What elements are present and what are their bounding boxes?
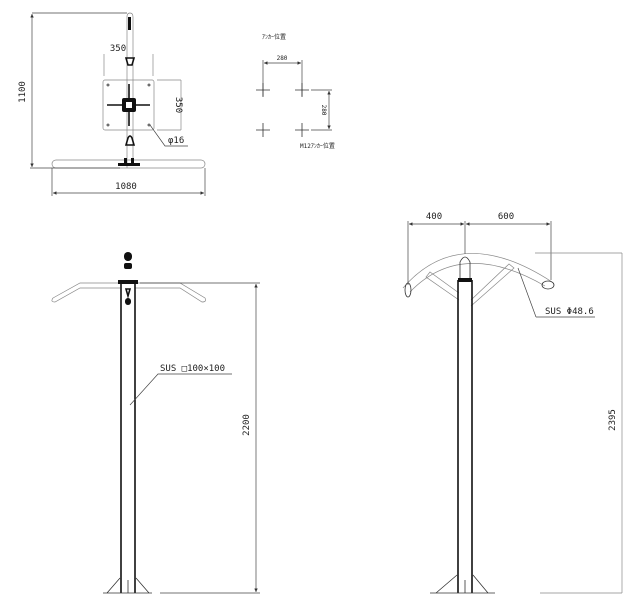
post-label: SUS □100×100 xyxy=(160,364,225,374)
front-view: SUS □100×100 2200 xyxy=(51,252,260,594)
post-top xyxy=(459,256,471,280)
pole-outline xyxy=(126,12,134,168)
dim-2200: 2200 xyxy=(242,414,252,436)
arms xyxy=(51,282,206,303)
dim-600: 600 xyxy=(498,212,514,222)
base-bar xyxy=(51,159,206,169)
top-view: 1100 350 350 φ16 1080 xyxy=(18,12,206,196)
dim-plate-width: 350 xyxy=(110,44,126,54)
cap-top xyxy=(124,252,132,261)
dim-plate-height: 350 xyxy=(173,97,183,113)
dim-400: 400 xyxy=(426,212,442,222)
base xyxy=(103,577,152,594)
braces xyxy=(425,263,515,307)
ring-top xyxy=(124,57,136,66)
dim-2395: 2395 xyxy=(608,409,618,431)
cap-plate xyxy=(118,280,138,284)
anchor-label: M12ｱﾝｶｰ位置 xyxy=(300,142,335,150)
anchor-title: ｱﾝｶｰ位置 xyxy=(262,33,286,41)
ring-bottom xyxy=(124,135,136,146)
arc-rail xyxy=(402,253,553,293)
dim-1080: 1080 xyxy=(115,182,137,192)
arc-label: SUS Φ48.6 xyxy=(545,307,594,317)
post-leader xyxy=(129,373,232,406)
handle-slot xyxy=(128,17,131,30)
anchor-spacing-x: 280 xyxy=(277,55,288,62)
base xyxy=(430,574,495,594)
anchor-view: ｱﾝｶｰ位置 280 280 M12ｱﾝｶｰ位置 xyxy=(256,33,335,150)
base-plate xyxy=(102,79,155,131)
side-view: 400 600 SUS Φ48.6 2395 xyxy=(402,212,623,594)
foot xyxy=(118,163,140,166)
dim-1100: 1100 xyxy=(18,81,28,103)
anchor-spacing-y: 280 xyxy=(320,105,327,116)
dim-hole: φ16 xyxy=(168,136,184,146)
anchor-crosses xyxy=(256,83,309,137)
